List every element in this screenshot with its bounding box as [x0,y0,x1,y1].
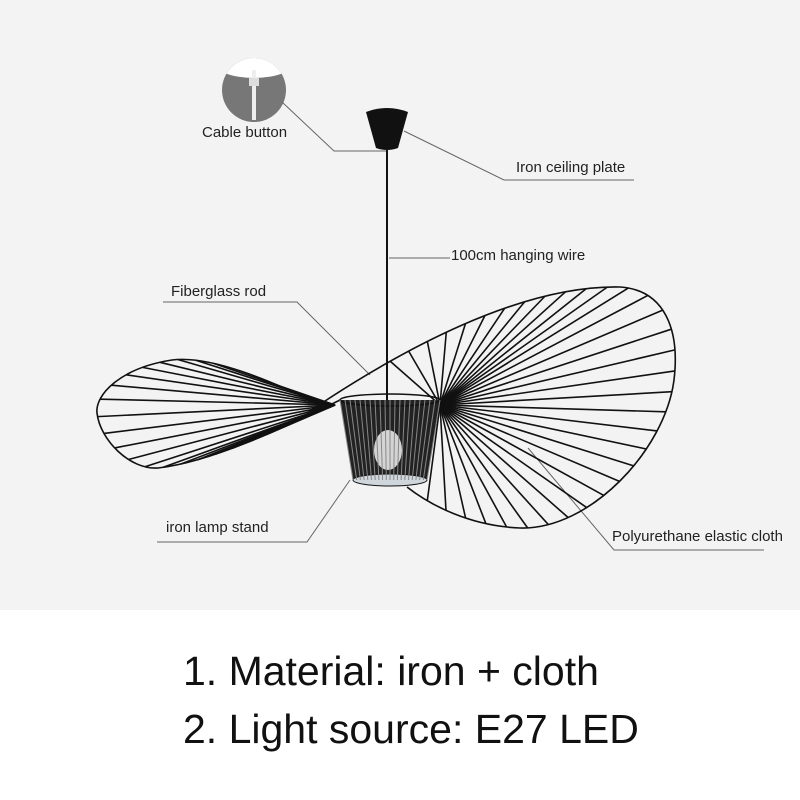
cage-bar [384,399,387,481]
cage-bar [415,399,426,481]
brim-spoke [439,404,588,509]
brim-spoke [439,404,529,529]
cage-bar [396,399,401,481]
brim-spoke [439,404,647,450]
brim-spoke [439,404,658,432]
brim-spoke [439,404,666,413]
brim-spoke [439,404,487,524]
brim-spoke [111,384,336,406]
cage-bar [379,399,384,481]
brim-spoke [114,404,336,449]
brim-spoke [439,294,649,406]
pendant-lamp-illustration [96,58,764,551]
brim-spoke [426,404,441,501]
brim-spoke [439,315,486,406]
cable-button-inset [222,58,286,122]
leader-lines [157,101,764,551]
brim-spoke [389,360,441,406]
cage-bar [408,399,416,481]
label-fiberglass-rod: Fiberglass rod [171,283,267,300]
cage-bar [359,399,369,481]
cage-bar [422,399,436,481]
brim-spoke [439,287,629,406]
label-iron-ceiling-plate: Iron ceiling plate [516,159,626,176]
brim-spoke [439,288,587,406]
brim-spoke [439,404,549,526]
label-elastic-cloth: Polyurethane elastic cloth [612,528,783,545]
brim-spoke [97,404,336,418]
ceiling-plate [366,108,408,150]
brim-spoke [439,328,672,406]
cage-bar [339,399,354,481]
brim-spoke [103,404,336,435]
right-brim-outline [306,286,677,529]
label-iron-lamp-stand: iron lamp stand [166,519,269,536]
cage-bar [404,399,411,481]
brim-spoke [439,404,467,519]
brim-spoke [439,404,620,483]
brim-spoke [144,404,336,468]
brim-spoke [128,404,336,461]
label-cable-button: Cable button [202,124,288,141]
brim-spoke [177,358,336,406]
brim-spoke [126,374,336,406]
brim-spoke [159,361,336,406]
cage-bar [411,399,421,481]
label-hanging-wire: 100cm hanging wire [451,247,586,264]
brim-spoke [439,295,546,406]
brim-spoke [265,404,336,436]
cage-bar [344,399,358,481]
cage-bar [369,399,376,481]
spec-material: 1. Material: iron + cloth [183,648,599,694]
brim-spoke [439,332,448,406]
brim-spoke [100,398,336,406]
cage-bar [354,399,365,481]
brim-spoke [439,370,675,406]
brim-spoke [439,390,672,406]
brim-spoke [407,350,441,406]
brim-spoke [439,349,676,406]
brim-spoke [142,366,336,406]
cage-bar [374,399,380,481]
cage-bar [393,399,396,481]
brim-spoke [439,286,608,406]
brim-spoke [439,404,508,528]
brim-spoke [439,404,569,519]
brim-spoke [426,341,441,406]
brim-spoke [439,309,664,406]
brim-spoke [439,404,634,467]
cage-bar [426,399,441,481]
brim-spoke [439,307,506,406]
brim-spoke [439,404,447,511]
cage-bar [349,399,361,481]
lamp-diagram: Cable button Iron ceiling plate 100cm ha… [0,0,800,610]
brim-spoke [439,291,567,406]
cage-bar [400,399,406,481]
cage-bar [364,399,372,481]
iron-lamp-stand [339,393,441,487]
spec-light-source: 2. Light source: E27 LED [183,706,639,752]
brim-spoke [439,301,526,406]
brim-spoke [439,323,467,406]
brim-spoke [439,404,605,497]
cage-bar [419,399,431,481]
